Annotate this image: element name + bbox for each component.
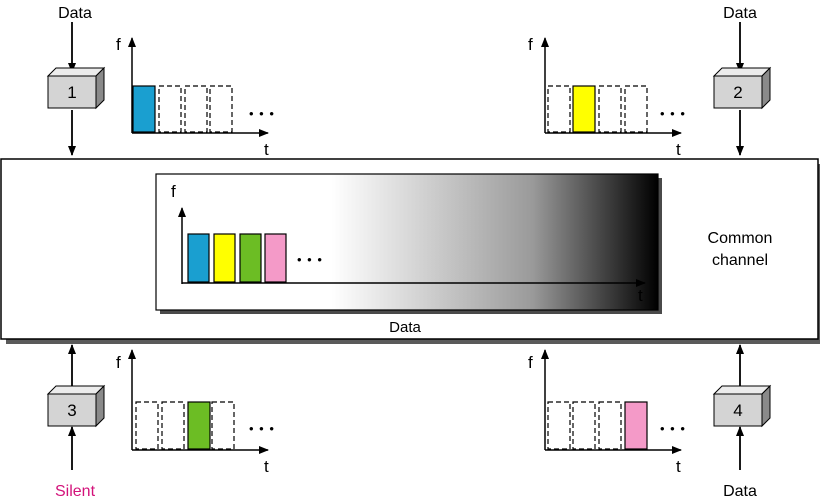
station-4-input-label: Data — [723, 483, 757, 500]
station-4-empty-slot — [572, 401, 596, 450]
station-4-ellipsis: • • • — [660, 421, 686, 436]
station-3-number: 3 — [67, 401, 76, 420]
channel-data-label: Data — [389, 319, 421, 336]
station-2-empty-slot — [547, 85, 571, 133]
station-2-empty-slot — [598, 85, 622, 133]
station-3-empty-slot — [135, 401, 159, 450]
channel-ellipsis: • • • — [297, 252, 323, 267]
station-3-f-label: f — [116, 353, 121, 372]
station-3-input-label: Silent — [55, 483, 96, 500]
station-4-t-label: t — [676, 457, 681, 476]
station-3-empty-slot — [211, 401, 235, 450]
station-2-box: 2 — [712, 66, 772, 110]
station-1-input-label: Data — [58, 5, 92, 22]
station-2-empty-slot — [624, 85, 648, 133]
channel-f-label: f — [171, 182, 176, 201]
station-3-ellipsis: • • • — [249, 421, 275, 436]
station-3-t-label: t — [264, 457, 269, 476]
station-3-axes: ft — [116, 349, 269, 476]
station-1-empty-slot — [158, 85, 182, 133]
station-3-empty-slot — [161, 401, 185, 450]
station-2-active-slot — [572, 85, 596, 133]
channel-slot-3 — [239, 233, 262, 283]
channel-slots — [187, 233, 287, 283]
station-4-f-label: f — [528, 353, 533, 372]
station-1-f-label: f — [116, 35, 121, 54]
station-1-empty-slot — [209, 85, 233, 133]
station-2-f-label: f — [528, 35, 533, 54]
common-channel-label-1: Common — [708, 230, 773, 247]
channel-t-label: t — [638, 286, 643, 305]
station-2-input-label: Data — [723, 5, 757, 22]
station-1-ellipsis: • • • — [249, 106, 275, 121]
station-4-axes: ft — [528, 349, 682, 476]
channel-slot-2 — [213, 233, 236, 283]
station-4-empty-slot — [547, 401, 571, 450]
channel-slot-4 — [264, 233, 287, 283]
station-4-empty-slot — [598, 401, 622, 450]
channel-slot-1 — [187, 233, 210, 283]
station-1-active-slot — [132, 85, 156, 133]
station-4-active-slot — [624, 401, 648, 450]
station-3-active-slot — [187, 401, 211, 450]
station-1-axes: ft — [116, 35, 269, 159]
station-4-number: 4 — [733, 401, 742, 420]
station-2-t-label: t — [676, 140, 681, 159]
station-1-empty-slot — [184, 85, 208, 133]
station-2-axes: ft — [528, 35, 682, 159]
station-3-box: 3 — [46, 384, 106, 428]
station-1-box: 1 — [46, 66, 106, 110]
channel-axes: f t — [171, 182, 646, 305]
station-1-number: 1 — [67, 83, 76, 102]
station-2-number: 2 — [733, 83, 742, 102]
common-channel-label-2: channel — [712, 252, 768, 269]
station-2-ellipsis: • • • — [660, 106, 686, 121]
station-1-t-label: t — [264, 140, 269, 159]
station-4-box: 4 — [712, 384, 772, 428]
